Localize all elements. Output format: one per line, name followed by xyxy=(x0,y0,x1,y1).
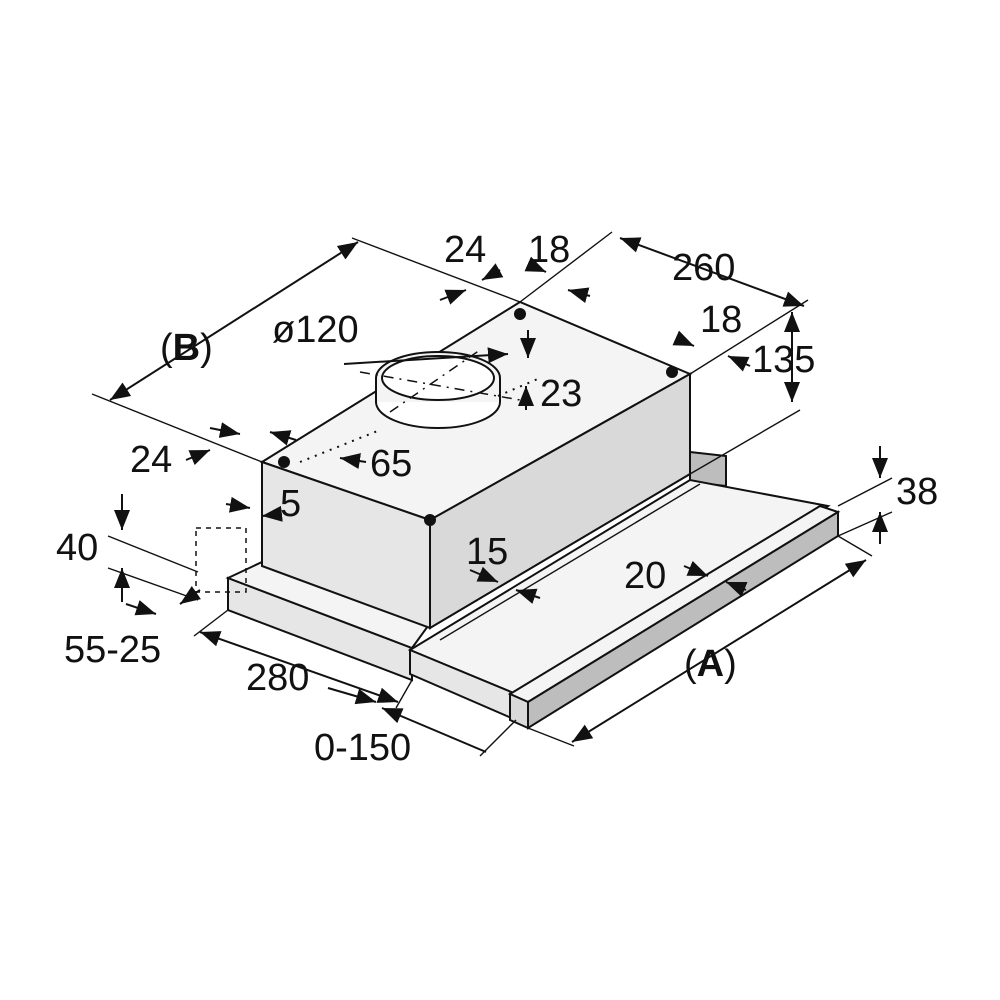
inner-rail-line-2 xyxy=(439,483,701,641)
duct-centerline xyxy=(359,371,521,401)
label-inner-20: 20 xyxy=(624,555,666,597)
dim-arrow-55-25 xyxy=(125,600,157,616)
label-duct-120: ø120 xyxy=(272,309,359,351)
mounting-hole xyxy=(666,366,678,378)
dim-arrow-15-2 xyxy=(515,588,541,604)
dimension-lines xyxy=(91,231,893,757)
mounting-hole xyxy=(514,308,526,320)
duct-collar xyxy=(359,349,521,429)
dim-arrow-18-right xyxy=(672,330,695,347)
hood-body xyxy=(225,300,841,730)
inner-rail-line xyxy=(429,473,691,629)
ext-line xyxy=(395,679,413,709)
label-b: (B) xyxy=(160,327,213,369)
label-left-5: 5 xyxy=(280,483,301,525)
label-depth-280: 280 xyxy=(246,657,309,699)
dim-arrow-65 xyxy=(339,453,367,469)
ext-line xyxy=(837,535,873,557)
ext-line xyxy=(527,727,575,747)
dim-arrow-18-top-2 xyxy=(567,287,591,303)
label-height-135: 135 xyxy=(752,339,815,381)
dim-line-a xyxy=(571,559,867,743)
dim-arrow-15 xyxy=(469,566,499,583)
label-front-38: 38 xyxy=(896,471,938,513)
mounting-hole xyxy=(424,514,436,526)
label-top-18: 18 xyxy=(528,229,570,271)
label-left-55-25: 55-25 xyxy=(64,629,161,671)
label-duct-23: 23 xyxy=(540,373,582,415)
label-top-24: 24 xyxy=(444,229,486,271)
ext-line xyxy=(837,477,893,507)
mounting-hole xyxy=(278,456,290,468)
dim-arrow-24-left-2 xyxy=(269,430,297,446)
dim-arrow-5-2 xyxy=(261,505,283,522)
ext-line xyxy=(351,237,521,303)
duct-centerline-2 xyxy=(389,349,481,413)
dim-arrow-24-top xyxy=(439,289,467,305)
label-extension-0-150: 0-150 xyxy=(314,727,411,769)
label-inner-15: 15 xyxy=(466,531,508,573)
label-left-40: 40 xyxy=(56,527,98,569)
dim-arrow-20-2 xyxy=(725,581,748,597)
dim-arrow-24-top-2 xyxy=(481,263,504,281)
label-duct-65: 65 xyxy=(370,443,412,485)
dim-line-b xyxy=(109,241,359,401)
ext-line xyxy=(91,393,263,463)
label-depth-260: 260 xyxy=(672,247,735,289)
dim-line-260 xyxy=(619,237,805,307)
ext-line xyxy=(689,409,801,475)
dim-arrow-24-left xyxy=(209,422,241,438)
ext-line xyxy=(107,535,199,573)
dim-line-120 xyxy=(343,347,509,365)
dim-arrow-20 xyxy=(683,560,709,577)
dimension-labels: (B) 24 18 260 18 135 ø120 23 65 24 5 40 … xyxy=(56,229,938,769)
dim-arrow-0-150-2 xyxy=(381,707,487,753)
dim-arrow-5 xyxy=(225,496,251,513)
dim-arrow-0-150 xyxy=(327,687,377,705)
ext-line xyxy=(519,231,613,303)
hidden-bracket-outline xyxy=(195,527,247,593)
label-a: (A) xyxy=(684,643,737,685)
ext-line xyxy=(193,609,229,637)
label-right-18: 18 xyxy=(700,299,742,341)
dim-arrow-18-right-2 xyxy=(727,355,751,372)
ext-line xyxy=(837,511,893,537)
dim-arrow-18-top xyxy=(524,256,547,273)
duct-top-ring xyxy=(381,355,495,401)
ext-line xyxy=(479,719,517,757)
label-left-24: 24 xyxy=(130,439,172,481)
dim-arrow-24-left-3 xyxy=(185,449,211,466)
dim-arrow-55-25-2 xyxy=(179,585,201,605)
